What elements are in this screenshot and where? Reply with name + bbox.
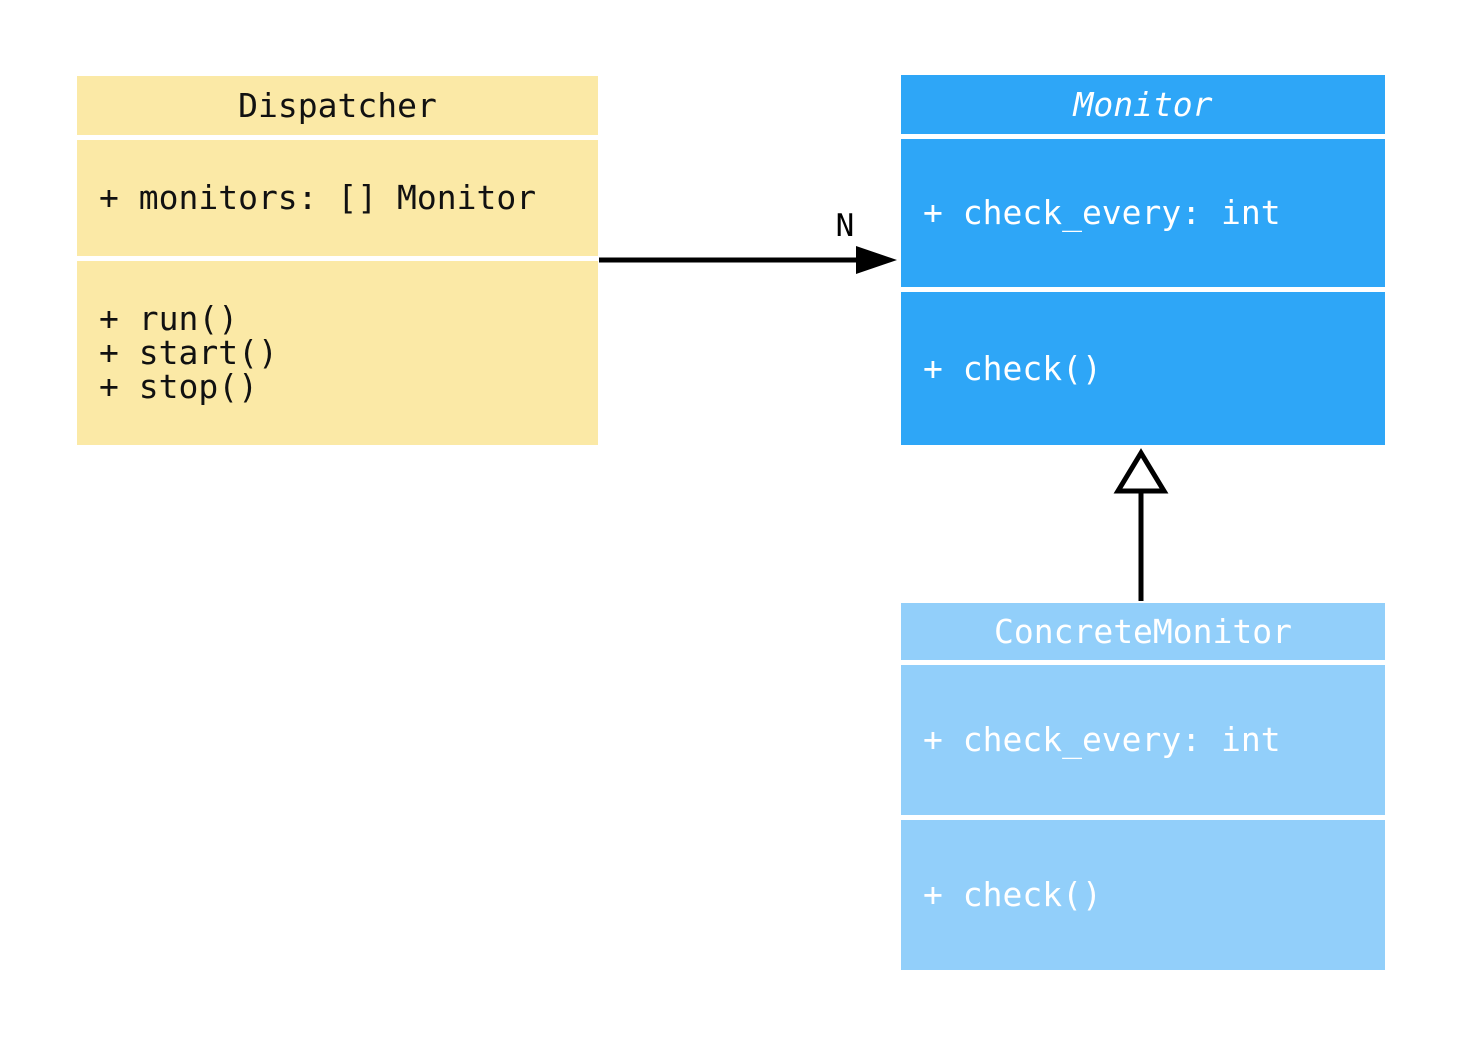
class-concrete-monitor-title: ConcreteMonitor <box>901 603 1385 660</box>
method-row: + check() <box>923 875 1102 914</box>
association-arrowhead-icon <box>856 246 897 274</box>
generalization-triangle-icon <box>1113 448 1169 494</box>
class-monitor: Monitor + check_every: int + check() <box>901 75 1385 446</box>
class-concrete-monitor-attributes: + check_every: int <box>901 665 1385 815</box>
class-dispatcher: Dispatcher + monitors: [] Monitor + run(… <box>77 76 598 446</box>
class-dispatcher-title: Dispatcher <box>77 76 598 135</box>
method-row: + start() <box>99 333 278 372</box>
class-concrete-monitor: ConcreteMonitor + check_every: int + che… <box>901 603 1385 970</box>
class-concrete-monitor-methods: + check() <box>901 820 1385 970</box>
class-monitor-methods: + check() <box>901 292 1385 445</box>
attribute-row: + check_every: int <box>923 193 1281 232</box>
attribute-row: + monitors: [] Monitor <box>99 178 537 217</box>
class-dispatcher-methods: + run() + start() + stop() <box>77 261 598 445</box>
class-dispatcher-attributes: + monitors: [] Monitor <box>77 140 598 256</box>
method-row: + run() <box>99 299 239 338</box>
method-row: + stop() <box>99 367 258 406</box>
association-multiplicity-label: N <box>835 208 855 244</box>
attribute-row: + check_every: int <box>923 720 1281 759</box>
class-monitor-title: Monitor <box>901 75 1385 134</box>
method-row: + check() <box>923 348 1102 388</box>
class-monitor-attributes: + check_every: int <box>901 139 1385 287</box>
